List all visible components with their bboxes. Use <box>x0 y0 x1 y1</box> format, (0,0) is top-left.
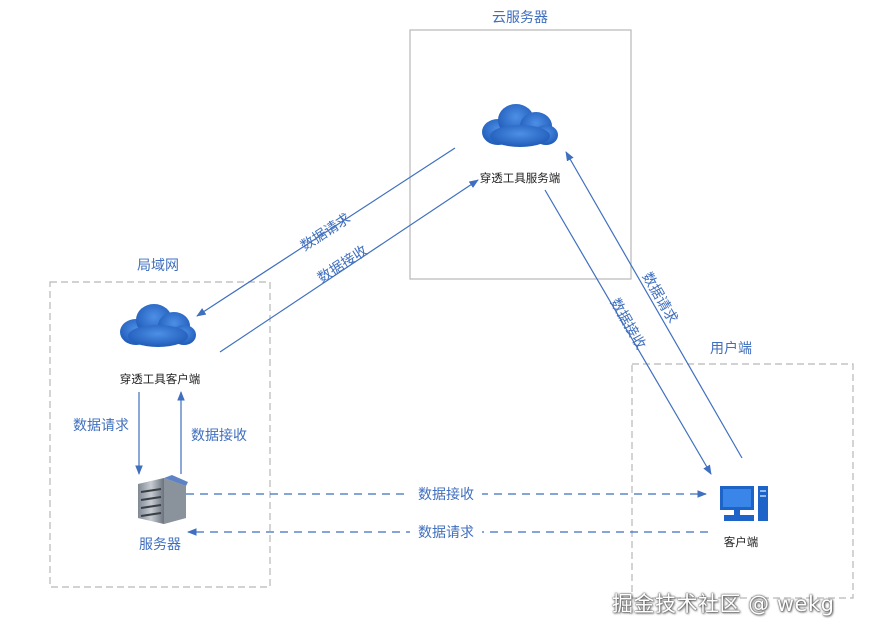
cloud-server-zone <box>409 29 632 280</box>
edge-label-cloud-to-lan-request: 数据请求 <box>298 211 354 255</box>
cloud-server-zone-label: 云服务器 <box>492 10 548 26</box>
tunnel-server-label: 穿透工具服务端 <box>480 171 561 185</box>
lan-zone <box>49 281 271 588</box>
tunnel-server-cloud-icon <box>482 104 558 147</box>
edge-label-server-to-user-receive: 数据接收 <box>418 486 474 503</box>
edge-label-cloud-to-user-receive: 数据接收 <box>607 295 650 352</box>
user-zone <box>631 363 854 599</box>
lan-zone-label: 局域网 <box>137 258 179 274</box>
client-label: 客户端 <box>724 535 759 549</box>
edge-label-client-to-server-request: 数据请求 <box>73 418 129 434</box>
client-computer-icon <box>720 486 768 521</box>
arrow-lan-to-cloud-receive <box>219 179 479 353</box>
edge-label-lan-to-cloud-receive: 数据接收 <box>314 242 370 287</box>
user-zone-label: 用户端 <box>710 340 752 357</box>
edge-label-server-to-client-receive: 数据接收 <box>191 427 247 444</box>
edge-label-user-to-cloud-request: 数据请求 <box>639 270 681 326</box>
tunnel-client-label: 穿透工具客户端 <box>120 372 201 386</box>
arrow-cloud-to-user-receive <box>544 189 712 475</box>
arrow-user-to-cloud-request <box>565 151 743 459</box>
server-icon <box>138 475 188 524</box>
tunnel-client-cloud-icon <box>120 304 196 347</box>
server-label: 服务器 <box>139 537 181 553</box>
watermark: 掘金技术社区 @ wekg <box>612 592 835 616</box>
arrow-cloud-to-lan-request <box>196 147 456 317</box>
edge-label-user-to-server-request: 数据请求 <box>418 525 474 541</box>
